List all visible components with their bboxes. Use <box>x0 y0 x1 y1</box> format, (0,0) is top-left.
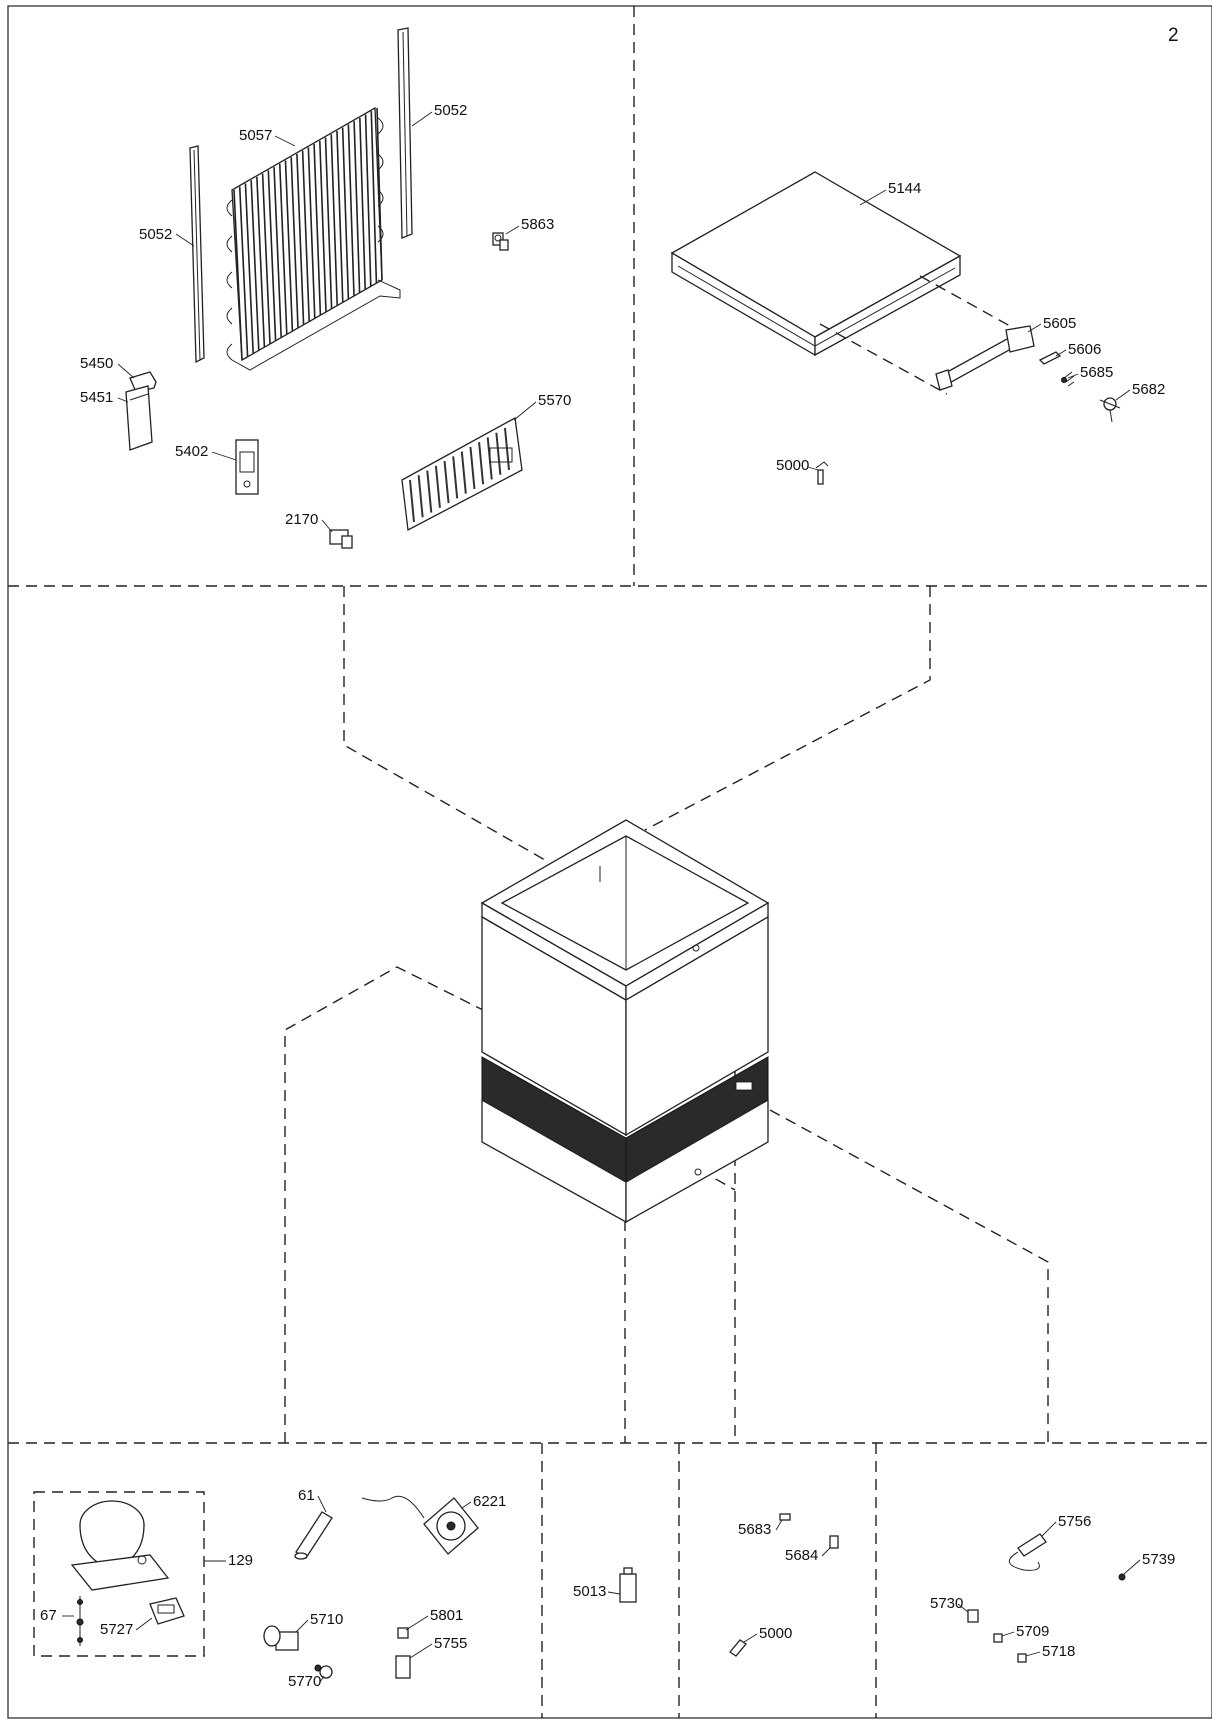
part-5013-icon <box>619 1567 637 1603</box>
label-5756: 5756 <box>1058 1513 1091 1530</box>
label-5730: 5730 <box>930 1595 963 1612</box>
label-5684: 5684 <box>785 1547 818 1564</box>
page-number: 2 <box>1168 25 1179 46</box>
compressor-group-box <box>33 1491 205 1657</box>
label-5057: 5057 <box>239 127 272 144</box>
side-rail-right-icon <box>397 27 413 239</box>
label-5739: 5739 <box>1142 1551 1175 1568</box>
label-67: 67 <box>40 1607 57 1624</box>
part-5739-icon <box>1118 1573 1126 1581</box>
part-5801-icon <box>397 1627 409 1639</box>
label-61: 61 <box>298 1487 315 1504</box>
label-5052-right: 5052 <box>434 102 467 119</box>
side-rail-left-icon <box>189 145 205 364</box>
label-5451: 5451 <box>80 389 113 406</box>
part-5730-icon <box>967 1609 979 1623</box>
label-5450: 5450 <box>80 355 113 372</box>
lock-5682-icon <box>1099 397 1121 423</box>
labels-top-right: 5144 5605 5606 5685 5682 5000 <box>776 180 1165 474</box>
label-2170: 2170 <box>285 511 318 528</box>
label-5727: 5727 <box>100 1621 133 1638</box>
label-129: 129 <box>228 1552 253 1569</box>
label-5683: 5683 <box>738 1521 771 1538</box>
label-5863: 5863 <box>521 216 554 233</box>
section-dividers <box>8 6 1212 1718</box>
label-5402: 5402 <box>175 443 208 460</box>
lid-panel-icon <box>670 171 1011 395</box>
label-5144: 5144 <box>888 180 921 197</box>
grommets-67-icon <box>76 1596 84 1646</box>
label-5755: 5755 <box>434 1635 467 1652</box>
part-5718-icon <box>1017 1653 1027 1663</box>
label-5013: 5013 <box>573 1583 606 1600</box>
cover-5451-icon <box>125 385 153 451</box>
part-5683-icon <box>779 1513 791 1521</box>
part-5684-icon <box>829 1535 839 1549</box>
label-5605: 5605 <box>1043 315 1076 332</box>
part-5000-bottom-icon <box>729 1639 747 1657</box>
clip-5863-icon <box>492 232 509 251</box>
fan-motor-icon <box>361 1495 479 1555</box>
label-5052-left: 5052 <box>139 226 172 243</box>
chest-cabinet-icon <box>480 819 770 1224</box>
screw-5685-icon <box>1061 371 1075 387</box>
relay-5402-icon <box>235 439 259 495</box>
label-5770: 5770 <box>288 1673 321 1690</box>
part-5755-icon <box>395 1655 411 1679</box>
starter-5727-icon <box>149 1597 185 1625</box>
sensor-5756-icon <box>1008 1533 1047 1571</box>
label-5709: 5709 <box>1016 1623 1049 1640</box>
handle-5605-icon <box>935 325 1035 391</box>
compressor-icon <box>70 1500 170 1591</box>
label-5718: 5718 <box>1042 1643 1075 1660</box>
label-5570: 5570 <box>538 392 571 409</box>
label-5682: 5682 <box>1132 381 1165 398</box>
capacitor-61-icon <box>294 1511 333 1560</box>
label-5685: 5685 <box>1080 364 1113 381</box>
label-5801: 5801 <box>430 1607 463 1624</box>
sheet-border <box>7 5 1212 1719</box>
label-5710: 5710 <box>310 1611 343 1628</box>
part-5770-icon <box>314 1664 333 1679</box>
label-5000-bottom: 5000 <box>759 1625 792 1642</box>
connector-2170-icon <box>329 529 353 549</box>
part-5606-icon <box>1038 351 1062 365</box>
part-5710-icon <box>263 1625 299 1651</box>
label-5606: 5606 <box>1068 341 1101 358</box>
condenser-coil-icon <box>226 106 401 371</box>
part-5000-top-icon <box>815 461 829 485</box>
labels-top-left: 5057 5052 5052 5863 5450 5451 5402 5570 … <box>80 102 571 533</box>
part-5709-icon <box>993 1633 1003 1643</box>
label-6221: 6221 <box>473 1493 506 1510</box>
label-5000-top: 5000 <box>776 457 809 474</box>
panel-5570-icon <box>401 416 523 532</box>
labels-bottom: 129 67 5727 61 6221 5710 5770 5801 5755 … <box>40 1487 1175 1690</box>
